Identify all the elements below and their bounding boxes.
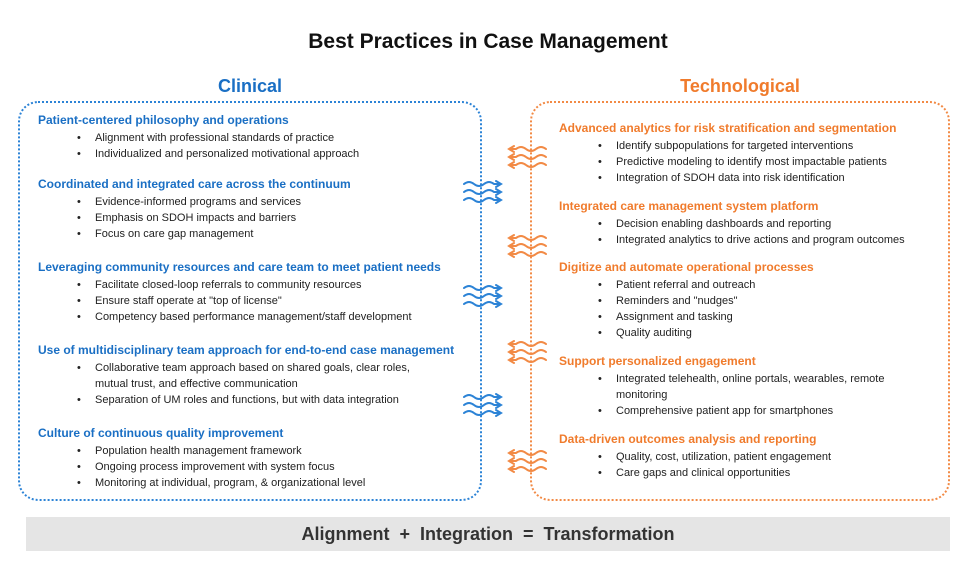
list-item: Population health management framework	[38, 443, 478, 459]
list-item: Decision enabling dashboards and reporti…	[559, 216, 949, 232]
list-item: Quality auditing	[559, 325, 949, 341]
clinical-section: Culture of continuous quality improvemen…	[38, 426, 478, 491]
wave-arrows-left-icon	[507, 145, 547, 169]
list-item: Monitoring at individual, program, & org…	[38, 475, 478, 491]
list-item: Care gaps and clinical opportunities	[559, 465, 949, 481]
section-title: Integrated care management system platfo…	[559, 199, 819, 213]
list-item: Collaborative team approach based on sha…	[38, 360, 430, 392]
bullet-list: Evidence-informed programs and services …	[38, 194, 478, 242]
list-item: Separation of UM roles and functions, bu…	[38, 392, 478, 408]
footer-text: Alignment + Integration = Transformation	[301, 524, 675, 544]
wave-arrows-right-icon	[463, 284, 503, 308]
technological-section: Integrated care management system platfo…	[559, 199, 949, 248]
list-item: Ongoing process improvement with system …	[38, 459, 478, 475]
bullet-list: Facilitate closed-loop referrals to comm…	[38, 277, 478, 325]
technological-section: Digitize and automate operational proces…	[559, 260, 949, 341]
bullet-list: Decision enabling dashboards and reporti…	[559, 216, 949, 248]
section-title: Patient-centered philosophy and operatio…	[38, 113, 289, 127]
technological-section: Advanced analytics for risk stratificati…	[559, 121, 949, 186]
bullet-list: Patient referral and outreach Reminders …	[559, 277, 949, 341]
list-item: Predictive modeling to identify most imp…	[559, 154, 949, 170]
clinical-section: Patient-centered philosophy and operatio…	[38, 113, 478, 162]
list-item: Integrated telehealth, online portals, w…	[559, 371, 926, 403]
clinical-section: Use of multidisciplinary team approach f…	[38, 343, 478, 408]
list-item: Identify subpopulations for targeted int…	[559, 138, 949, 154]
section-title: Data-driven outcomes analysis and report…	[559, 432, 817, 446]
list-item: Patient referral and outreach	[559, 277, 949, 293]
list-item: Evidence-informed programs and services	[38, 194, 478, 210]
list-item: Reminders and "nudges"	[559, 293, 949, 309]
clinical-header: Clinical	[217, 76, 283, 96]
technological-section: Data-driven outcomes analysis and report…	[559, 432, 949, 481]
bullet-list: Population health management framework O…	[38, 443, 478, 491]
bullet-list: Identify subpopulations for targeted int…	[559, 138, 949, 186]
bullet-list: Collaborative team approach based on sha…	[38, 360, 478, 408]
section-title: Advanced analytics for risk stratificati…	[559, 121, 897, 135]
list-item: Ensure staff operate at "top of license"	[38, 293, 478, 309]
list-item: Individualized and personalized motivati…	[38, 146, 478, 162]
technological-header: Technological	[680, 76, 800, 96]
list-item: Alignment with professional standards of…	[38, 130, 478, 146]
list-item: Quality, cost, utilization, patient enga…	[559, 449, 949, 465]
section-title: Use of multidisciplinary team approach f…	[38, 343, 455, 357]
wave-arrows-right-icon	[463, 393, 503, 417]
wave-arrows-right-icon	[463, 180, 503, 204]
section-title: Digitize and automate operational proces…	[559, 260, 814, 274]
clinical-section: Leveraging community resources and care …	[38, 260, 478, 325]
bullet-list: Quality, cost, utilization, patient enga…	[559, 449, 949, 481]
list-item: Integration of SDOH data into risk ident…	[559, 170, 949, 186]
wave-arrows-left-icon	[507, 449, 547, 473]
clinical-section: Coordinated and integrated care across t…	[38, 177, 478, 242]
list-item: Integrated analytics to drive actions an…	[559, 232, 949, 248]
list-item: Emphasis on SDOH impacts and barriers	[38, 210, 478, 226]
technological-section: Support personalized engagement Integrat…	[559, 354, 949, 419]
list-item: Focus on care gap management	[38, 226, 478, 242]
section-title: Culture of continuous quality improvemen…	[38, 426, 284, 440]
list-item: Facilitate closed-loop referrals to comm…	[38, 277, 478, 293]
list-item: Comprehensive patient app for smartphone…	[559, 403, 949, 419]
section-title: Leveraging community resources and care …	[38, 260, 441, 274]
section-title: Coordinated and integrated care across t…	[38, 177, 351, 191]
list-item: Assignment and tasking	[559, 309, 949, 325]
wave-arrows-left-icon	[507, 234, 547, 258]
list-item: Competency based performance management/…	[38, 309, 478, 325]
clinical-panel: Patient-centered philosophy and operatio…	[18, 101, 482, 501]
footer-banner: Alignment + Integration = Transformation	[26, 517, 950, 551]
technological-panel: Advanced analytics for risk stratificati…	[530, 101, 950, 501]
section-title: Support personalized engagement	[559, 354, 756, 368]
wave-arrows-left-icon	[507, 340, 547, 364]
bullet-list: Integrated telehealth, online portals, w…	[559, 371, 949, 419]
page-title: Best Practices in Case Management	[308, 30, 668, 53]
bullet-list: Alignment with professional standards of…	[38, 130, 478, 162]
